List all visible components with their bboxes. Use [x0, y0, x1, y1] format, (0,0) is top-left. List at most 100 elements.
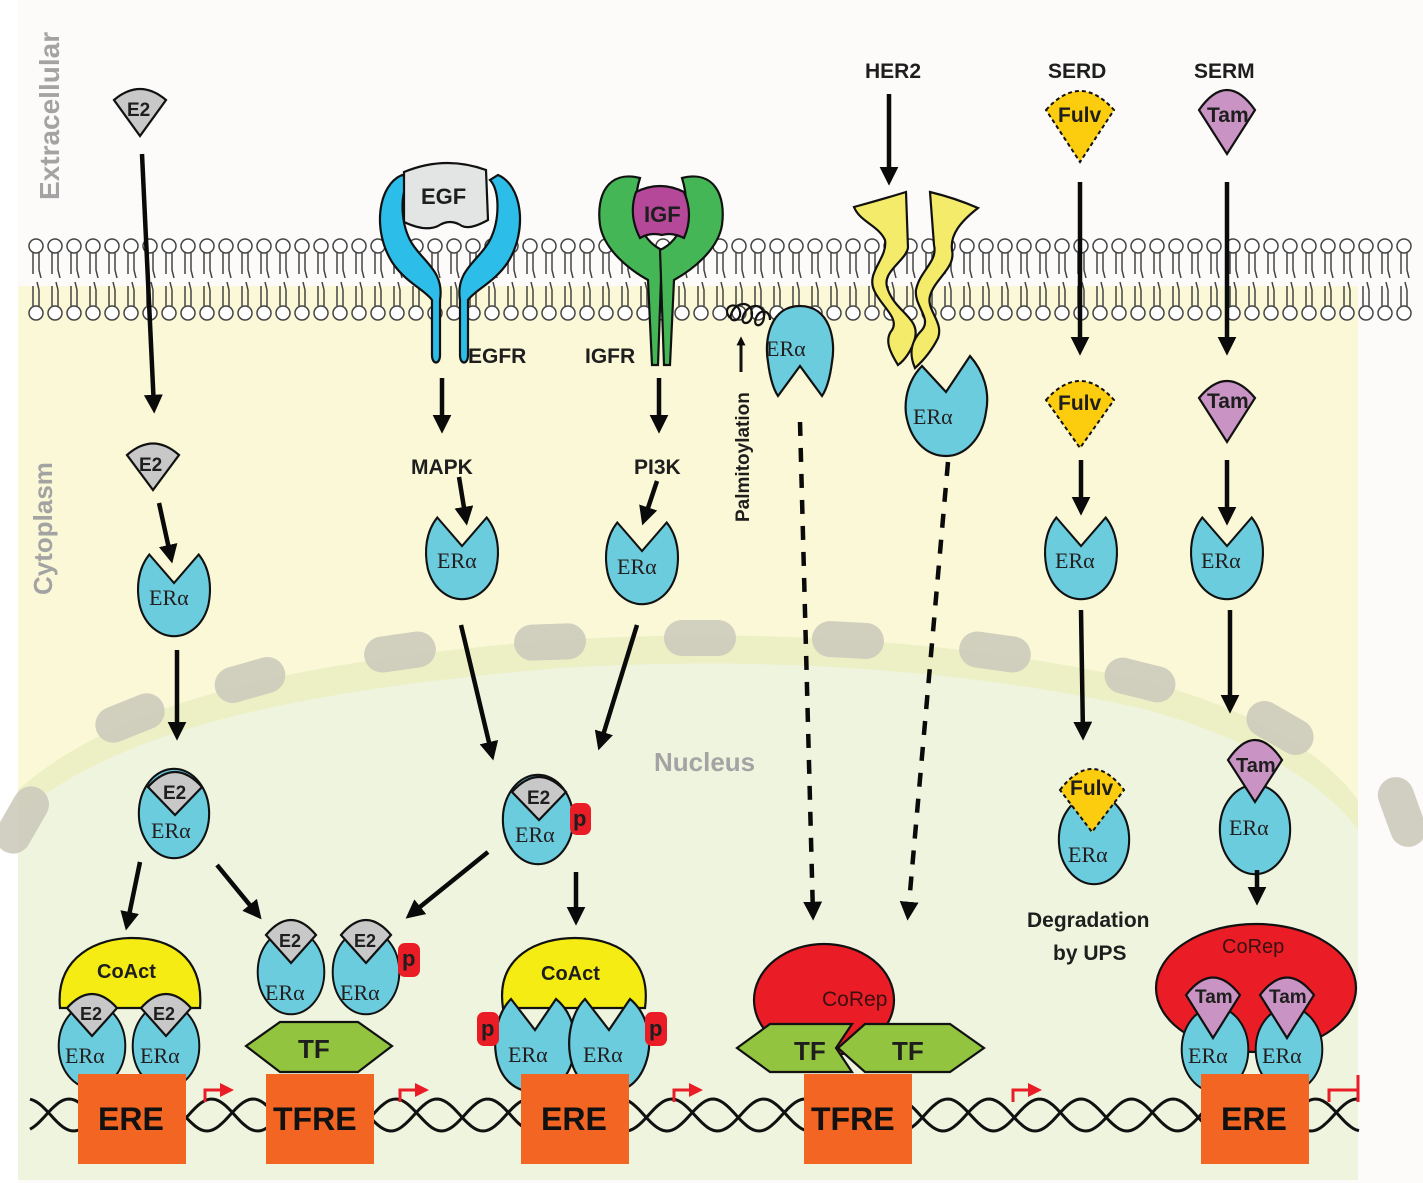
- complex-tfre-tf: E2 E2 ERα ERα p TF: [244, 919, 420, 1074]
- tam-ligand-cytoplasm: Tam: [1197, 380, 1257, 445]
- lipid: [256, 238, 272, 321]
- egfr-label: EGFR: [468, 345, 526, 368]
- lipid: [978, 238, 994, 321]
- lipid: [1092, 238, 1108, 321]
- arrow-e2-to-era: [156, 502, 178, 564]
- lipid: [541, 238, 557, 321]
- lipid: [161, 238, 177, 321]
- nuclear-pore: [0, 786, 49, 854]
- lipid: [446, 238, 462, 321]
- tf-hexagon: [735, 1022, 855, 1074]
- arrow-to-nucleus: [458, 624, 499, 761]
- lipid: [1035, 238, 1051, 321]
- tam-label: Tam: [1269, 987, 1307, 1008]
- complex-ere-coact-2: CoAct ERα ERα p p: [477, 936, 667, 1094]
- arrow-to-nucleus: [1073, 609, 1093, 741]
- phospho-badge: [645, 1012, 667, 1046]
- igf-ligand: IGF: [631, 184, 691, 240]
- e2-era-complex: E2 ERα: [137, 767, 211, 860]
- corep-label: CoRep: [1222, 936, 1284, 958]
- era-unbound: ERα: [604, 521, 680, 606]
- lipid: [104, 238, 120, 321]
- egf-label: EGF: [421, 184, 466, 209]
- e2-ligand-cytoplasm: E2: [125, 442, 181, 492]
- phospho-label: p: [573, 806, 586, 831]
- fulv-ligand-extracellular: Fulv: [1044, 90, 1116, 164]
- lipid: [1130, 238, 1146, 321]
- coact-label: CoAct: [97, 961, 156, 983]
- lipid: [1206, 238, 1222, 321]
- lipid: [1244, 238, 1260, 321]
- phospho-label: p: [402, 946, 415, 971]
- era-unbound: ERα: [1043, 516, 1119, 601]
- lipid: [47, 238, 63, 321]
- tf-hexagon: [836, 1022, 986, 1074]
- era-label: ERα: [149, 585, 189, 610]
- tss-active-arrow: [398, 1083, 429, 1102]
- e2-label: E2: [153, 1004, 175, 1024]
- fulv-ligand-cytoplasm: Fulv: [1044, 380, 1116, 450]
- era-membrane: ERα: [765, 304, 835, 398]
- lipid: [579, 238, 595, 321]
- era-label: ERα: [340, 980, 380, 1005]
- era-label: ERα: [140, 1043, 180, 1068]
- lipid: [123, 238, 139, 321]
- igf-label: IGF: [644, 202, 681, 227]
- dna-helix: [29, 1097, 1360, 1133]
- tf-label: TF: [298, 1034, 330, 1064]
- era-label: ERα: [1201, 548, 1241, 573]
- lipid: [959, 238, 975, 321]
- palmitoylation-label: Palmitoylation: [733, 392, 754, 522]
- serd-pathway: SERD Fulv Fulv ERα Fulv ERα Degradation …: [1027, 60, 1150, 965]
- era-label: ERα: [1262, 1043, 1302, 1068]
- lipid: [1016, 238, 1032, 321]
- fulv-label: Fulv: [1058, 104, 1101, 127]
- era-unbound: ERα: [424, 516, 500, 601]
- igfr-pathway: IGFR IGF PI3K ERα: [585, 175, 724, 751]
- lipid: [218, 238, 234, 321]
- transcription-start-sites: [203, 1075, 1360, 1102]
- lipid: [28, 238, 44, 321]
- complex-ere-coact-1: CoAct E2 E2 ERα ERα: [57, 936, 202, 1090]
- lipid: [1396, 238, 1412, 321]
- tam-label: Tam: [1236, 755, 1276, 777]
- era-label: ERα: [515, 822, 555, 847]
- era-label: ERα: [151, 818, 191, 843]
- era-label: ERα: [1055, 548, 1095, 573]
- fulv-era-complex: Fulv ERα: [1057, 768, 1131, 886]
- ere-label: ERE: [98, 1101, 164, 1137]
- dna-strand: [29, 1097, 1360, 1133]
- arrow-to-ere: [120, 861, 143, 931]
- nuclear-pore: [1377, 777, 1423, 847]
- her2-label: HER2: [865, 60, 921, 83]
- lipid: [370, 238, 386, 321]
- ere-box: [1201, 1074, 1309, 1164]
- serm-label: SERM: [1194, 60, 1255, 83]
- lipid: [1111, 238, 1127, 321]
- e2-label: E2: [80, 1004, 102, 1024]
- phospho-badge: [570, 803, 591, 835]
- lipid: [1377, 238, 1393, 321]
- lipid: [332, 238, 348, 321]
- palmitoyl-anchor: [725, 302, 772, 327]
- membrane-era-pathway: Palmitoylation ERα: [725, 302, 835, 921]
- tfre-label: TFRE: [273, 1101, 357, 1137]
- ere-label: ERE: [1221, 1101, 1287, 1137]
- serm-pathway: SERM Tam Tam ERα Tam ERα: [1189, 60, 1292, 906]
- arrow-to-nucleus: [594, 624, 640, 751]
- e2-ligand-extracellular: E2: [112, 87, 168, 138]
- complex-tfre-corep: CoRep TF TF: [735, 942, 986, 1074]
- ere-box: [521, 1074, 629, 1164]
- tf-hexagon: [244, 1020, 394, 1074]
- coact-label: CoAct: [541, 963, 600, 985]
- arrow-to-tfre: [215, 863, 262, 920]
- nuclear-pore: [664, 620, 736, 656]
- her2-pathway: HER2 ERα: [852, 60, 989, 921]
- arrow-pi3k-to-era: [639, 480, 660, 526]
- dna-strand: [29, 1097, 1360, 1133]
- arrow-to-tfre: [405, 850, 490, 919]
- lipid: [294, 238, 310, 321]
- ere-box: [78, 1074, 186, 1164]
- egf-ligand: EGF: [402, 161, 490, 230]
